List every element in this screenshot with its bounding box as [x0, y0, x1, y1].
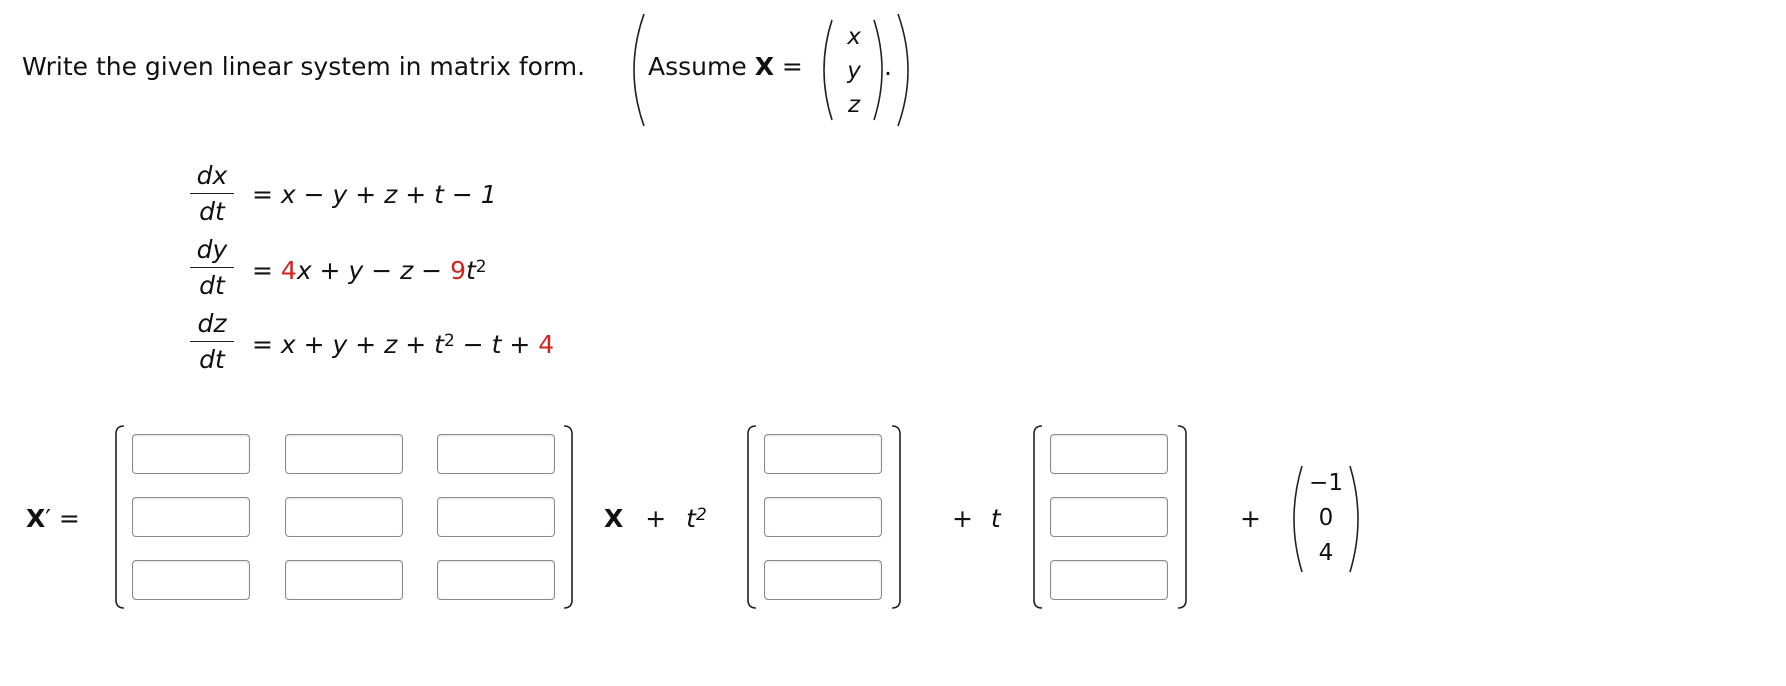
- eq2-denominator: dt: [199, 271, 225, 300]
- equation-1-rhs: = x − y + z + t − 1: [252, 180, 497, 210]
- vector-c-cell-3[interactable]: [1050, 560, 1168, 600]
- vector-c-cell-2[interactable]: [1050, 497, 1168, 537]
- matrix-a-cell-3-2[interactable]: [285, 560, 403, 600]
- vector-b-cell-3[interactable]: [764, 560, 882, 600]
- matrix-a-bracket-left: [115, 425, 125, 609]
- answer-lhs: X′ =: [26, 504, 80, 534]
- xyz-vector-z: z: [847, 92, 861, 118]
- assume-var: X: [754, 52, 774, 81]
- const-vector-1: −1: [1309, 470, 1343, 496]
- matrix-a-cell-1-3[interactable]: [437, 434, 555, 474]
- eq2-part-5: 2: [475, 257, 487, 277]
- const-vector-3: 4: [1318, 540, 1334, 566]
- vector-c-bracket-left: [1033, 425, 1043, 609]
- equation-2-rhs: = 4x + y − z − 9t2: [252, 256, 487, 286]
- answer-x-term: X + t2: [604, 504, 707, 534]
- const-vector-2: 0: [1318, 505, 1334, 531]
- outer-paren-left: [633, 13, 645, 127]
- answer-x-var: X: [604, 504, 624, 533]
- equation-3-rhs: = x + y + z + t2 − t + 4: [252, 330, 554, 360]
- xyz-paren-right: [873, 19, 883, 121]
- answer-plus-3: +: [1240, 504, 1261, 533]
- answer-t-var: t: [990, 504, 1001, 533]
- eq1-part-0: =: [252, 180, 281, 209]
- eq3-denominator: dt: [199, 345, 225, 374]
- const-vector-paren-right: [1349, 465, 1359, 573]
- vector-b-bracket-right: [891, 425, 901, 609]
- vector-c-bracket-right: [1177, 425, 1187, 609]
- assume-label: Assume: [648, 52, 747, 81]
- vector-b-cell-2[interactable]: [764, 497, 882, 537]
- vector-c-cell-1[interactable]: [1050, 434, 1168, 474]
- eq3-part-1: x + y + z + t: [280, 330, 444, 359]
- vector-b-bracket-left: [747, 425, 757, 609]
- eq3-part-4: 4: [538, 330, 555, 359]
- assume-equals: =: [781, 52, 803, 81]
- eq2-part-0: =: [252, 256, 281, 285]
- eq1-numerator: dx: [196, 161, 228, 190]
- eq2-part-4: t: [465, 256, 476, 285]
- matrix-a-cell-2-2[interactable]: [285, 497, 403, 537]
- matrix-a-bracket-right: [563, 425, 573, 609]
- equation-2-derivative: dy dt: [190, 234, 234, 302]
- eq3-part-2: 2: [443, 331, 455, 351]
- matrix-a-cell-1-2[interactable]: [285, 434, 403, 474]
- prompt-period: .: [884, 52, 892, 81]
- outer-paren-right: [897, 13, 909, 127]
- const-vector: −1 0 4: [1305, 466, 1347, 571]
- xyz-vector: x y z: [839, 20, 869, 122]
- xyz-vector-x: x: [847, 24, 861, 50]
- matrix-a-cell-1-1[interactable]: [132, 434, 250, 474]
- eq1-denominator: dt: [199, 197, 225, 226]
- matrix-a-cell-2-1[interactable]: [132, 497, 250, 537]
- answer-plus-2: +: [952, 504, 973, 533]
- eq3-part-0: =: [252, 330, 281, 359]
- eq2-numerator: dy: [196, 235, 228, 264]
- const-vector-paren-left: [1293, 465, 1303, 573]
- eq3-numerator: dz: [197, 309, 227, 338]
- xyz-vector-y: y: [847, 58, 861, 84]
- eq2-part-3: 9: [450, 256, 466, 285]
- eq3-part-3: − t +: [454, 330, 539, 359]
- answer-t-squared: t2: [686, 504, 707, 533]
- matrix-a-cell-2-3[interactable]: [437, 497, 555, 537]
- matrix-a-cell-3-1[interactable]: [132, 560, 250, 600]
- eq1-part-1: x − y + z + t − 1: [280, 180, 497, 209]
- eq2-part-2: x + y − z −: [296, 256, 451, 285]
- answer-plus-1: +: [645, 504, 667, 533]
- vector-b-cell-1[interactable]: [764, 434, 882, 474]
- answer-t-term: + t: [952, 504, 1001, 534]
- assume-phrase: Assume X =: [648, 52, 803, 82]
- eq2-part-1: 4: [280, 256, 297, 285]
- equation-3-derivative: dz dt: [190, 308, 234, 376]
- prompt-lead: Write the given linear system in matrix …: [22, 52, 586, 81]
- equation-1-derivative: dx dt: [190, 160, 234, 228]
- matrix-a-cell-3-3[interactable]: [437, 560, 555, 600]
- xyz-paren-left: [823, 19, 833, 121]
- answer-lhs-var: X: [26, 504, 46, 533]
- answer-lhs-prime: ′ =: [45, 504, 80, 533]
